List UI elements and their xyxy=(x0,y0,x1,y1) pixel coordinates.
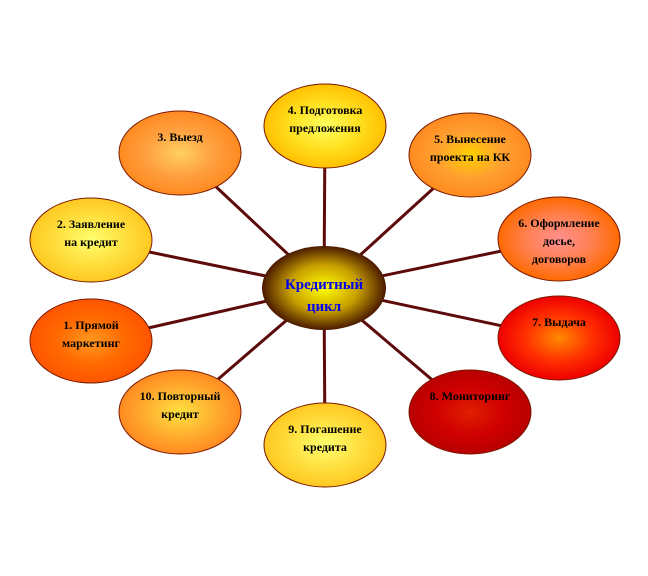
stage-ellipse xyxy=(118,369,242,455)
stage-node-5: 5. Вынесение проекта на КК xyxy=(408,112,532,198)
stage-label-line: 2. Заявление xyxy=(57,217,126,231)
stage-label-line: 1. Прямой xyxy=(63,318,119,332)
stage-node-7: 7. Выдача xyxy=(497,295,621,381)
stage-label-line: кредит xyxy=(161,407,199,421)
stage-node-4: 4. Подготовка предложения xyxy=(263,83,387,169)
stage-node-6: 6. Оформление досье, договоров xyxy=(497,196,621,282)
stage-label-line: договоров xyxy=(532,252,587,266)
stage-label-line: 5. Вынесение xyxy=(434,132,506,146)
stage-node-9: 9. Погашение кредита xyxy=(263,402,387,488)
stage-label-line: досье, xyxy=(543,234,575,248)
stage-node-3: 3. Выезд xyxy=(118,110,242,196)
stage-label-line: 7. Выдача xyxy=(532,315,586,329)
stage-label-line: кредита xyxy=(303,440,347,454)
stage-label-line: 6. Оформление xyxy=(518,216,600,230)
stage-label-line: 4. Подготовка xyxy=(288,103,363,117)
stage-ellipse xyxy=(497,196,621,282)
stage-ellipse xyxy=(29,298,153,384)
stage-label-line: 3. Выезд xyxy=(157,130,202,144)
stage-label-line: проекта на КК xyxy=(430,150,510,164)
stage-node-1: 1. Прямой маркетинг xyxy=(29,298,153,384)
stage-label-line: 10. Повторный xyxy=(140,389,221,403)
central-node: Кредитный цикл xyxy=(262,246,386,330)
center-label-line: цикл xyxy=(307,299,342,315)
stage-label-line: 8. Мониторинг xyxy=(430,389,511,403)
stage-ellipse xyxy=(263,83,387,169)
stage-ellipse xyxy=(29,197,153,283)
stage-ellipse xyxy=(118,110,242,196)
stage-ellipse xyxy=(408,112,532,198)
center-ellipse xyxy=(262,246,386,330)
stage-label-line: предложения xyxy=(289,121,361,135)
stage-ellipse xyxy=(408,369,532,455)
stage-node-2: 2. Заявление на кредит xyxy=(29,197,153,283)
stage-node-10: 10. Повторный кредит xyxy=(118,369,242,455)
stage-ellipse xyxy=(263,402,387,488)
stage-label-line: 9. Погашение xyxy=(288,422,362,436)
stage-node-8: 8. Мониторинг xyxy=(408,369,532,455)
center-label-line: Кредитный xyxy=(285,277,364,293)
stage-ellipse xyxy=(497,295,621,381)
cycle-stages: 1. Прямой маркетинг 2. Заявление на кредит 3… xyxy=(29,83,621,488)
stage-label-line: на кредит xyxy=(64,235,118,249)
stage-label-line: маркетинг xyxy=(62,336,120,350)
